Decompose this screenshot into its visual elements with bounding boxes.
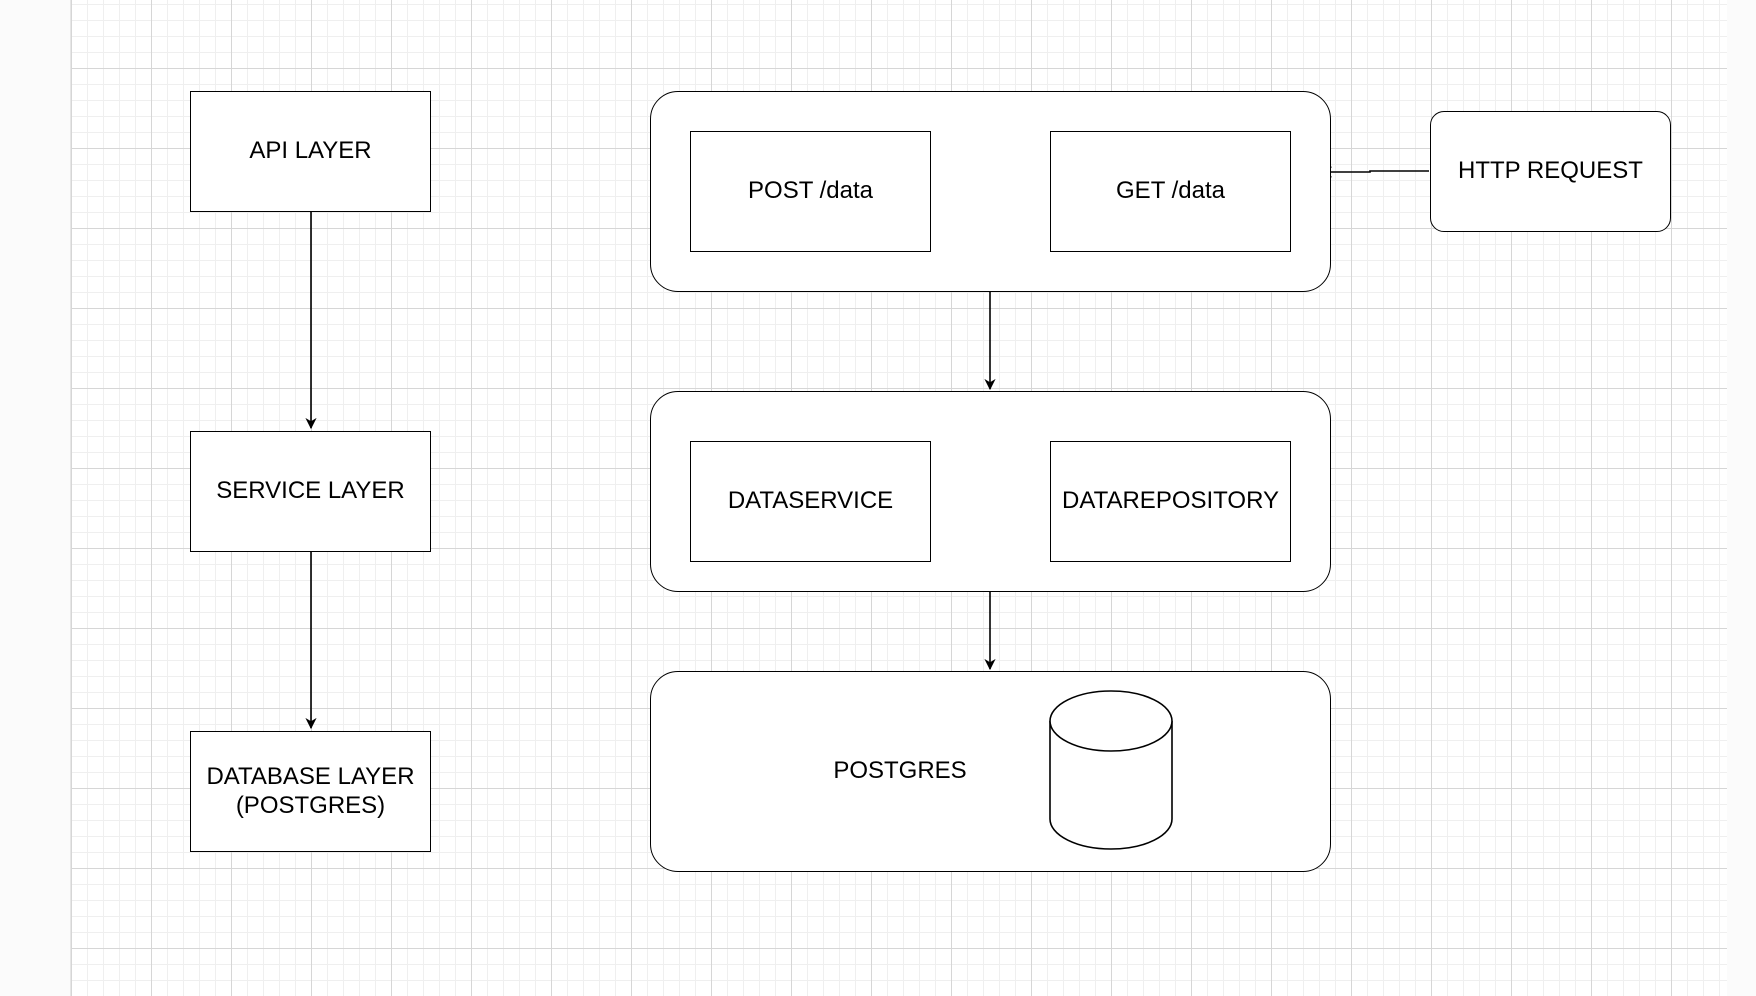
datarepository-label: DATAREPOSITORY — [1062, 487, 1279, 515]
post-data-box[interactable]: POST /data — [690, 131, 931, 252]
database-layer-label: DATABASE LAYER (POSTGRES) — [206, 763, 414, 821]
post-data-label: POST /data — [748, 177, 873, 205]
database-layer-label-line2: (POSTGRES) — [235, 791, 386, 819]
database-layer-box[interactable]: DATABASE LAYER (POSTGRES) — [190, 731, 431, 852]
dataservice-box[interactable]: DATASERVICE — [690, 441, 931, 562]
postgres-container[interactable] — [650, 671, 1331, 872]
database-cylinder-icon[interactable] — [1048, 689, 1174, 853]
service-layer-box[interactable]: SERVICE LAYER — [190, 431, 431, 552]
api-layer-label: API LAYER — [249, 137, 372, 165]
get-data-label: GET /data — [1116, 177, 1225, 205]
http-request-label: HTTP REQUEST — [1458, 157, 1643, 185]
edge-http-request-to-api-group[interactable] — [1320, 166, 1429, 178]
http-request-box[interactable]: HTTP REQUEST — [1430, 111, 1671, 232]
service-layer-label: SERVICE LAYER — [216, 477, 405, 505]
database-layer-label-line1: DATABASE LAYER — [206, 762, 415, 790]
datarepository-box[interactable]: DATAREPOSITORY — [1050, 441, 1291, 562]
canvas-right-margin — [1727, 0, 1756, 996]
get-data-box[interactable]: GET /data — [1050, 131, 1291, 252]
api-layer-box[interactable]: API LAYER — [190, 91, 431, 212]
postgres-label: POSTGRES — [833, 757, 967, 784]
dataservice-label: DATASERVICE — [727, 487, 894, 515]
